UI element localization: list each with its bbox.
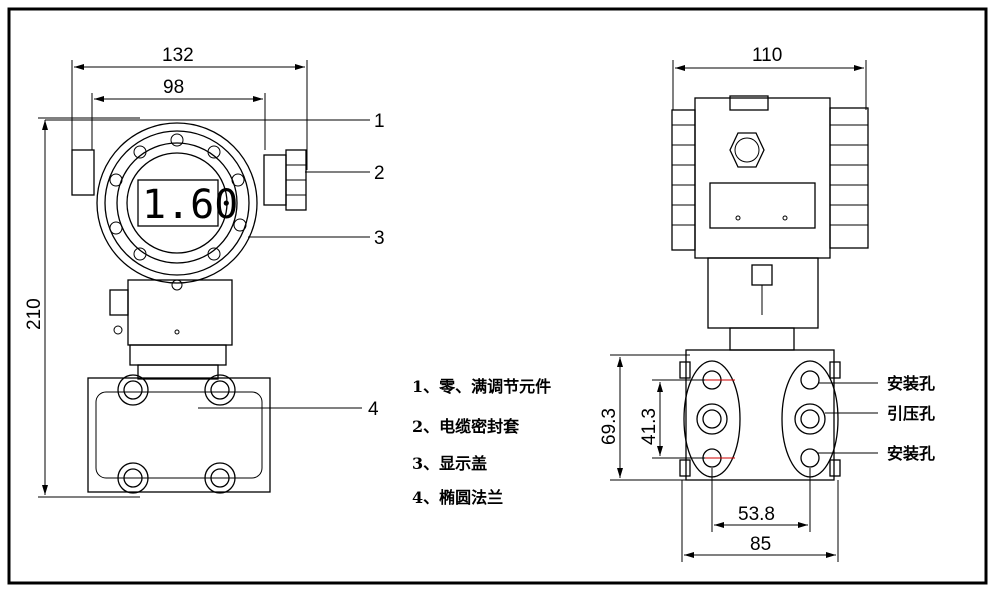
legend-item-4: 4、椭圆法兰 <box>412 488 503 507</box>
callout-2: 2 <box>374 163 385 184</box>
display-readout: 1.60 <box>142 182 238 228</box>
parts-legend: 1、零、满调节元件 2、电缆密封套 3、显示盖 4、椭圆法兰 <box>412 377 551 507</box>
callout-1: 1 <box>374 111 385 132</box>
legend-item-2: 2、电缆密封套 <box>412 417 520 436</box>
dim-132: 132 <box>162 45 194 66</box>
dim-110: 110 <box>752 45 782 66</box>
dim-85: 85 <box>750 534 771 555</box>
dim-210: 210 <box>24 298 45 330</box>
label-mounting-hole-top: 安装孔 <box>887 374 935 393</box>
label-pressure-port: 引压孔 <box>887 404 935 423</box>
legend-item-1: 1、零、满调节元件 <box>412 377 551 396</box>
dim-69-3: 69.3 <box>599 408 620 445</box>
front-view: 132 98 210 1.60 <box>24 45 385 498</box>
dim-98: 98 <box>163 77 184 98</box>
dim-41-3: 41.3 <box>639 408 660 445</box>
callout-4: 4 <box>368 399 379 420</box>
side-view: 110 69.3 <box>599 45 935 562</box>
drawing-frame <box>7 7 988 585</box>
legend-item-3: 3、显示盖 <box>412 454 487 473</box>
label-mounting-hole-bottom: 安装孔 <box>887 444 935 463</box>
callout-3: 3 <box>374 228 385 249</box>
dim-53-8: 53.8 <box>738 504 775 525</box>
